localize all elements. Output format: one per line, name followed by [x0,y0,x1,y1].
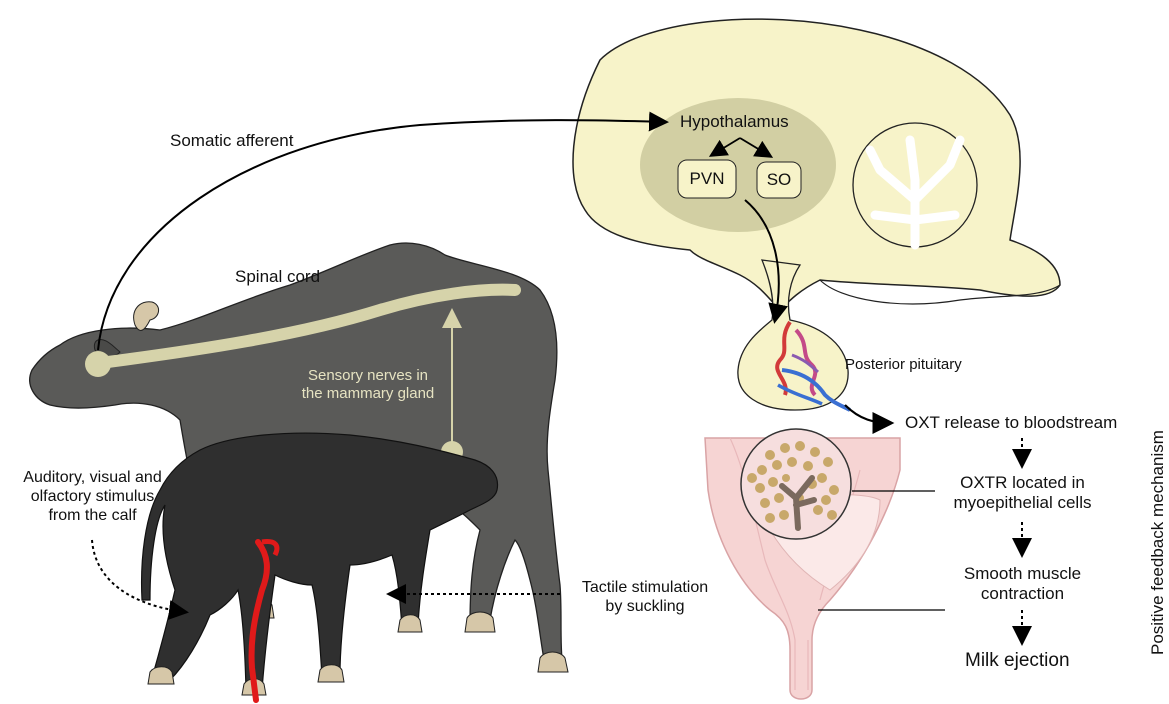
somatic-afferent-label: Somatic afferent [170,131,293,151]
calf-illustration [142,433,498,700]
brain-illustration [573,19,1060,410]
cerebellum-illustration [853,123,977,247]
hypothalamus-label: Hypothalamus [680,112,789,132]
oxt-release-label: OXT release to bloodstream [905,413,1117,433]
posterior-pituitary-label: Posterior pituitary [845,356,962,374]
oxtr-located-label: OXTR located in myoepithelial cells [930,473,1115,514]
auditory-stimulus-label: Auditory, visual and olfactory stimulus … [0,468,185,526]
smooth-muscle-label: Smooth muscle contraction [940,564,1105,605]
milk-ejection-label: Milk ejection [965,650,1070,673]
so-label: SO [757,170,801,190]
sensory-nerves-label: Sensory nerves in the mammary gland [288,367,448,403]
spinal-cord-label: Spinal cord [235,267,320,287]
pvn-label: PVN [678,169,736,189]
mammary-alveolus-illustration [705,429,945,699]
tactile-stimulation-label: Tactile stimulation by suckling [565,578,725,616]
positive-feedback-label: Positive feedback mechanism [1148,430,1168,655]
